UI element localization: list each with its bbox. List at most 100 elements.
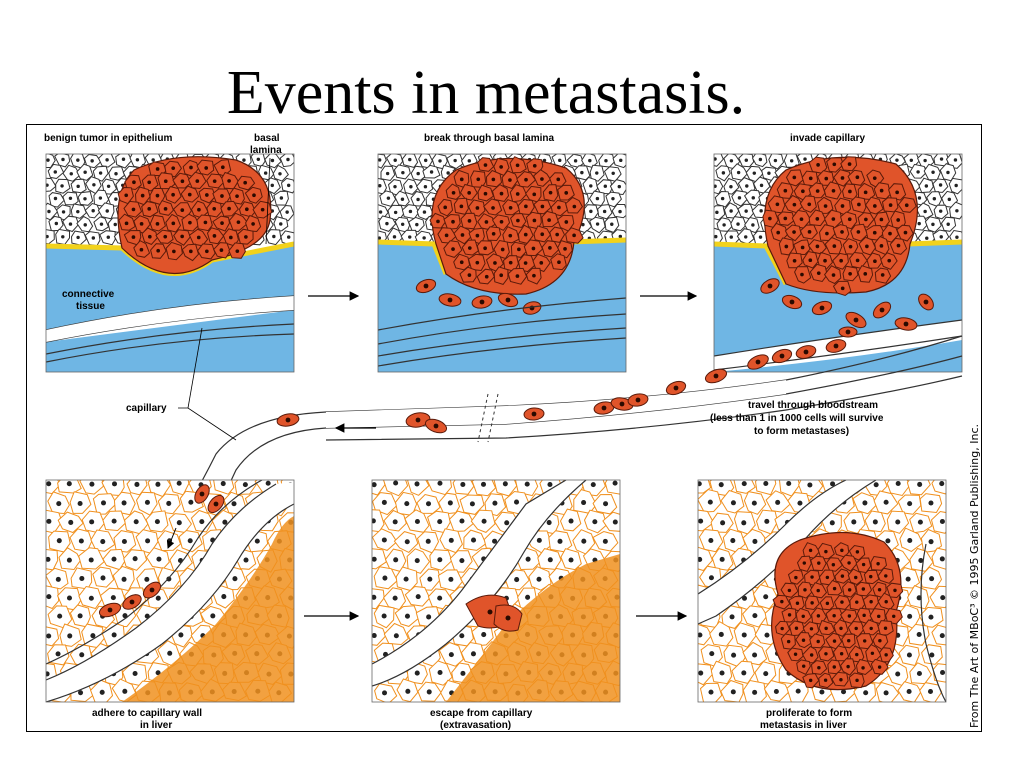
cell-nucleus — [163, 179, 168, 184]
cell-nucleus — [801, 614, 805, 619]
cell-nucleus — [917, 196, 922, 200]
cell-nucleus — [744, 158, 749, 162]
cell-nucleus — [718, 482, 724, 488]
cell-nucleus — [523, 261, 528, 265]
cell-nucleus — [46, 183, 49, 187]
cell-nucleus — [741, 520, 747, 526]
metastasis-diagram: benign tumor in epithelium basal lamina … — [26, 124, 982, 732]
cell-nucleus — [698, 632, 703, 638]
cell-nucleus — [459, 260, 464, 265]
cell-nucleus — [833, 343, 839, 349]
cell-nucleus — [212, 206, 217, 211]
cell-nucleus — [954, 183, 958, 188]
cell-nucleus — [817, 665, 821, 670]
cell — [698, 623, 713, 646]
cell-nucleus — [764, 632, 770, 638]
panel-invade-capillary — [714, 154, 962, 372]
cell-nucleus — [499, 273, 504, 278]
cell-nucleus — [729, 209, 733, 213]
cell-nucleus — [863, 190, 868, 195]
cell-nucleus — [415, 222, 419, 227]
cell-nucleus — [492, 538, 498, 544]
cell — [234, 480, 257, 496]
cell-nucleus — [794, 575, 798, 580]
panel-benign-tumor — [46, 154, 294, 372]
cell-nucleus — [213, 501, 219, 507]
cell-nucleus — [797, 500, 803, 506]
cell-nucleus — [476, 177, 481, 182]
cell-nucleus — [592, 519, 598, 525]
cell-nucleus — [895, 480, 901, 487]
cell-nucleus — [847, 588, 852, 592]
cell — [115, 154, 133, 169]
cell-nucleus — [854, 626, 858, 631]
cell-nucleus — [508, 205, 513, 210]
cell-nucleus — [187, 538, 193, 544]
cell-nucleus — [840, 176, 845, 180]
cell-nucleus — [46, 481, 52, 487]
cell-nucleus — [121, 538, 127, 545]
cell-nucleus — [839, 626, 843, 631]
cell-nucleus — [595, 171, 599, 175]
cell-nucleus — [573, 159, 578, 163]
cell-nucleus — [372, 556, 377, 562]
cell-nucleus — [853, 317, 859, 323]
cell-nucleus — [467, 191, 471, 195]
cell-nucleus — [877, 665, 882, 669]
label-proliferate-2: metastasis in liver — [760, 720, 847, 731]
cell-nucleus — [66, 481, 72, 487]
cell-nucleus — [869, 600, 873, 604]
cell-nucleus — [752, 171, 757, 175]
cell-nucleus — [372, 633, 377, 639]
cell-nucleus — [205, 193, 209, 197]
cell-nucleus — [270, 183, 274, 188]
cell-nucleus — [114, 172, 118, 176]
invading-cells — [760, 278, 934, 338]
cell-nucleus — [272, 234, 276, 239]
cell-nucleus — [144, 499, 150, 505]
cell-nucleus — [719, 556, 725, 562]
cell-nucleus — [536, 537, 542, 543]
cell-nucleus — [840, 230, 844, 234]
cell-nucleus — [46, 633, 52, 639]
cell-nucleus — [802, 561, 807, 565]
cell-nucleus — [896, 218, 901, 222]
cell-nucleus — [392, 595, 398, 601]
cell-nucleus — [386, 196, 391, 200]
cell — [930, 510, 946, 534]
cell-nucleus — [879, 307, 885, 313]
cell-nucleus — [77, 500, 83, 507]
cell-nucleus — [816, 163, 820, 167]
cell-nucleus — [955, 235, 959, 239]
cell-nucleus — [286, 235, 291, 239]
cell-nucleus — [862, 500, 868, 506]
cell-nucleus — [928, 539, 934, 545]
cell-nucleus — [99, 222, 104, 226]
cell-nucleus — [500, 247, 505, 252]
cell-nucleus — [839, 678, 843, 682]
cell — [698, 509, 715, 532]
cell-nucleus — [815, 244, 820, 249]
cell-nucleus — [548, 190, 553, 195]
cell-nucleus — [720, 520, 726, 526]
cell-nucleus — [840, 548, 844, 553]
cell-nucleus — [905, 576, 911, 582]
cell-nucleus — [906, 652, 912, 658]
cell-nucleus — [263, 171, 268, 175]
cell-nucleus — [707, 499, 713, 505]
cell — [714, 205, 726, 221]
cell-nucleus — [916, 595, 922, 601]
cell-nucleus — [789, 159, 794, 163]
cell-nucleus — [556, 177, 561, 182]
cell — [378, 154, 387, 169]
cell-nucleus — [55, 651, 61, 657]
cell-nucleus — [540, 232, 545, 237]
cell-nucleus — [869, 626, 873, 631]
cell-nucleus — [855, 600, 859, 604]
cell-nucleus — [715, 210, 719, 215]
cell-nucleus — [131, 235, 136, 239]
cell-nucleus — [197, 207, 201, 212]
cell-nucleus — [54, 221, 59, 226]
cell-nucleus — [55, 576, 61, 582]
cell-nucleus — [555, 232, 559, 237]
